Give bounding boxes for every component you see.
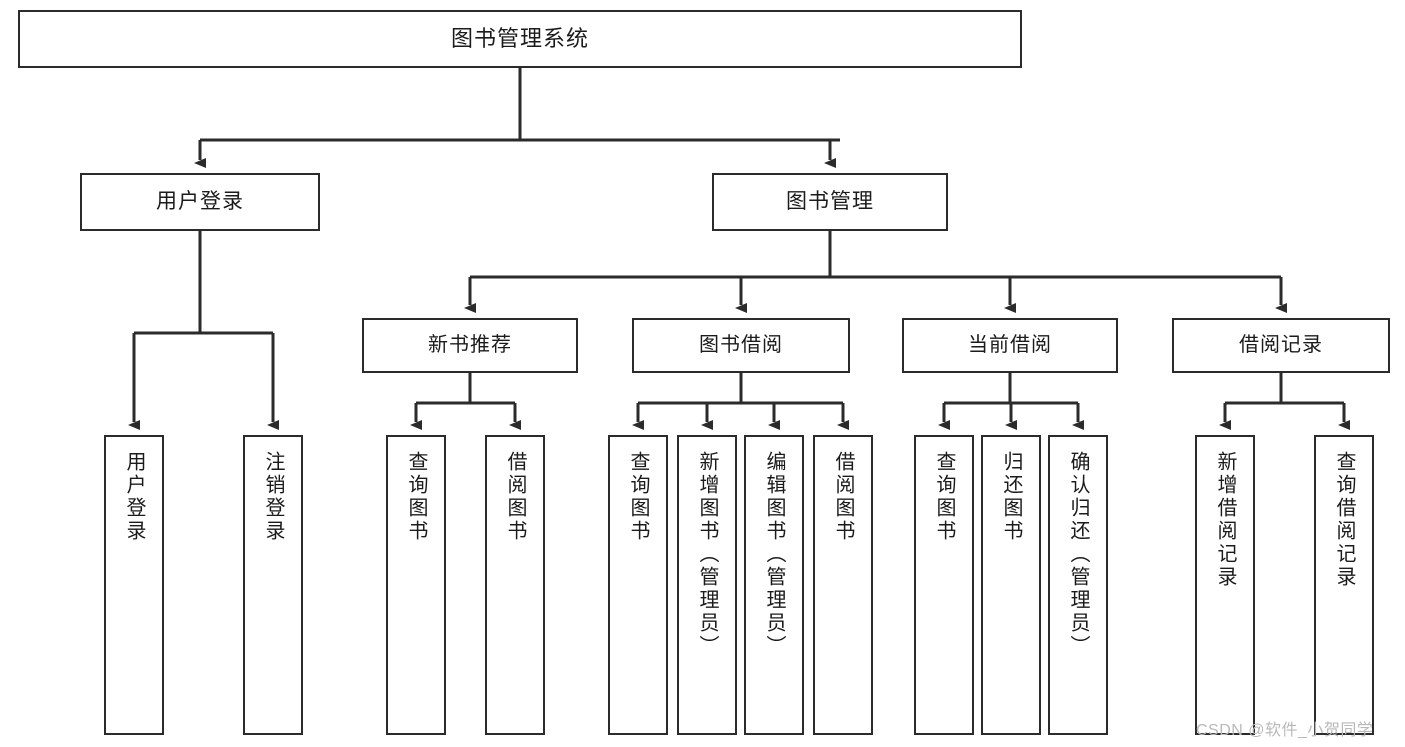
node-leaf-query-book-3-label: 查询图书 <box>933 451 955 543</box>
node-leaf-logout-label: 注销登录 <box>262 451 284 543</box>
node-borrow-record-label: 借阅记录 <box>1239 334 1323 356</box>
node-new-book-recommend-label: 新书推荐 <box>428 334 512 356</box>
node-book-manage-label: 图书管理 <box>786 189 874 213</box>
node-leaf-user-login[interactable]: 用户登录 <box>104 435 164 735</box>
node-leaf-query-book-1-label: 查询图书 <box>405 451 427 543</box>
node-user-login-label: 用户登录 <box>156 189 244 213</box>
node-leaf-edit-book[interactable]: 编辑图书（管理员） <box>744 435 804 735</box>
node-user-login[interactable]: 用户登录 <box>80 173 320 231</box>
node-current-borrow-label: 当前借阅 <box>968 334 1052 356</box>
node-leaf-query-book-2[interactable]: 查询图书 <box>608 435 668 735</box>
node-book-borrow-label: 图书借阅 <box>699 334 783 356</box>
node-borrow-record[interactable]: 借阅记录 <box>1172 318 1390 373</box>
node-leaf-logout[interactable]: 注销登录 <box>243 435 303 735</box>
node-leaf-query-book-2-label: 查询图书 <box>627 451 649 543</box>
node-leaf-borrow-book-2-label: 借阅图书 <box>832 451 854 543</box>
node-leaf-add-record-label: 新增借阅记录 <box>1214 451 1236 589</box>
node-leaf-add-record[interactable]: 新增借阅记录 <box>1195 435 1255 735</box>
node-leaf-confirm-return-label: 确认归还（管理员） <box>1067 451 1089 658</box>
node-leaf-add-book-label: 新增图书（管理员） <box>696 451 718 658</box>
node-root-label: 图书管理系统 <box>450 26 589 52</box>
node-new-book-recommend[interactable]: 新书推荐 <box>362 318 578 373</box>
node-leaf-return-book-label: 归还图书 <box>1000 451 1022 543</box>
node-leaf-query-book-3[interactable]: 查询图书 <box>914 435 974 735</box>
node-leaf-query-book-1[interactable]: 查询图书 <box>386 435 446 735</box>
node-leaf-return-book[interactable]: 归还图书 <box>981 435 1041 735</box>
node-leaf-edit-book-label: 编辑图书（管理员） <box>763 451 785 658</box>
node-root[interactable]: 图书管理系统 <box>18 10 1022 68</box>
watermark-text: CSDN @软件_小贺同学 <box>1196 722 1374 739</box>
node-leaf-borrow-book-1[interactable]: 借阅图书 <box>485 435 545 735</box>
node-leaf-query-record-label: 查询借阅记录 <box>1333 451 1355 589</box>
node-leaf-add-book[interactable]: 新增图书（管理员） <box>677 435 737 735</box>
node-current-borrow[interactable]: 当前借阅 <box>902 318 1118 373</box>
node-leaf-query-record[interactable]: 查询借阅记录 <box>1314 435 1374 735</box>
node-leaf-borrow-book-1-label: 借阅图书 <box>504 451 526 543</box>
node-leaf-borrow-book-2[interactable]: 借阅图书 <box>813 435 873 735</box>
node-leaf-confirm-return[interactable]: 确认归还（管理员） <box>1048 435 1108 735</box>
node-book-borrow[interactable]: 图书借阅 <box>632 318 850 373</box>
node-book-manage[interactable]: 图书管理 <box>712 173 948 231</box>
node-leaf-user-login-label: 用户登录 <box>123 451 145 543</box>
